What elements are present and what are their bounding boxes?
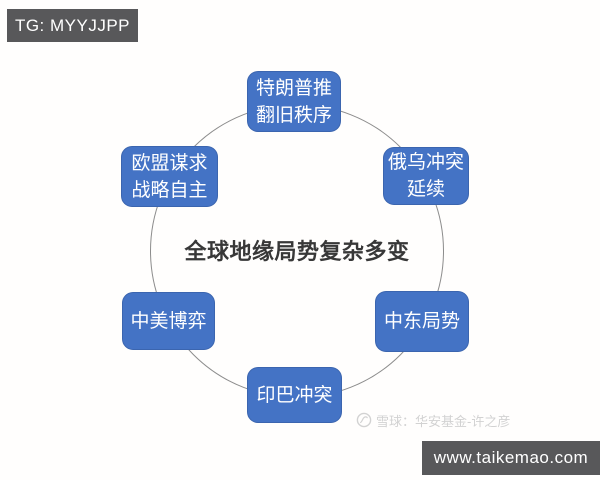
node-russia-ukraine-conflict: 俄乌冲突 延续 bbox=[383, 147, 469, 205]
node-label-line: 翻旧秩序 bbox=[255, 104, 332, 126]
node-label-line: 中东局势 bbox=[383, 311, 460, 332]
node-label-line: 俄乌冲突 bbox=[387, 152, 464, 173]
node-trump-reshapes-order: 特朗普推 翻旧秩序 bbox=[247, 71, 341, 132]
watermark-text: 雪球：华安基金-许之彦 bbox=[376, 413, 511, 429]
node-label-line: 战略自主 bbox=[131, 179, 208, 201]
center-title: 全球地缘局势复杂多变 bbox=[184, 239, 410, 264]
node-label-line: 延续 bbox=[406, 179, 445, 200]
node-label-line: 欧盟谋求 bbox=[131, 152, 208, 174]
node-middle-east-situation: 中东局势 bbox=[375, 291, 469, 352]
node-label-line: 中美博弈 bbox=[130, 310, 207, 332]
node-label-line: 特朗普推 bbox=[255, 77, 332, 99]
node-eu-strategic-autonomy: 欧盟谋求 战略自主 bbox=[121, 146, 218, 207]
xueqiu-snowball-logo-icon bbox=[356, 412, 372, 428]
xueqiu-watermark: 雪球：华安基金-许之彦 bbox=[356, 411, 510, 429]
telegram-watermark-banner: TG: MYYJJPP bbox=[7, 9, 138, 42]
site-url-text: www.taikemao.com bbox=[433, 448, 589, 467]
node-india-pakistan-conflict: 印巴冲突 bbox=[247, 367, 342, 423]
node-china-us-rivalry: 中美博弈 bbox=[122, 292, 215, 350]
site-watermark-banner: www.taikemao.com bbox=[422, 441, 600, 475]
node-label-line: 印巴冲突 bbox=[256, 384, 333, 406]
telegram-handle-text: TG: MYYJJPP bbox=[14, 15, 131, 35]
